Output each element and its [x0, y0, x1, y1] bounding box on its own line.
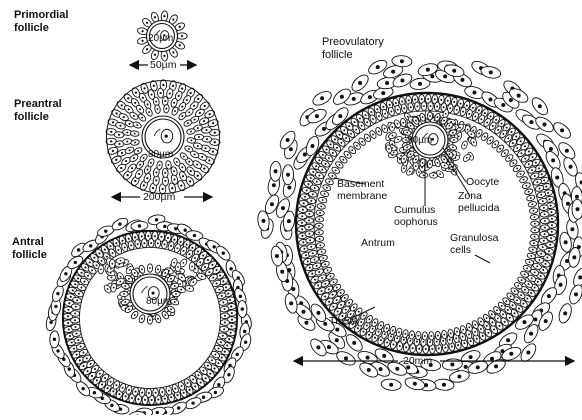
basement-membrane-label: Basement membrane [337, 178, 387, 202]
antral-follicle [45, 214, 253, 415]
preantral-follicle [106, 80, 221, 194]
preovulatory-oocyte-size: 80µm [407, 135, 432, 147]
primordial-scale-label: 50µm [150, 59, 176, 71]
zona-pellucida-label: Zona pellucida [458, 190, 499, 214]
preantral-follicle-label: Preantral follicle [14, 98, 62, 123]
antral-oocyte-size: 80µm [146, 296, 171, 308]
preovulatory-scale-label: 20mm [403, 355, 432, 367]
cumulus-oophorus-label: Cumulus oophorus [394, 204, 438, 228]
primordial-follicle-label: Primordial follicle [14, 9, 68, 34]
theca-label: Theca [329, 315, 358, 327]
granulosa-cells-label: Granulosa cells [450, 232, 498, 256]
antrum-label: Antrum [361, 237, 395, 249]
preantral-scale-label: 200µm [143, 191, 175, 203]
preovulatory-follicle-label: Preovulatory follicle [322, 36, 384, 61]
oocyte-label: Oocyte [466, 176, 499, 188]
antral-follicle-label: Antral follicle [12, 236, 47, 261]
primordial-oocyte-size: 20µm [148, 33, 173, 45]
preantral-oocyte-size: 80µm [148, 149, 173, 161]
